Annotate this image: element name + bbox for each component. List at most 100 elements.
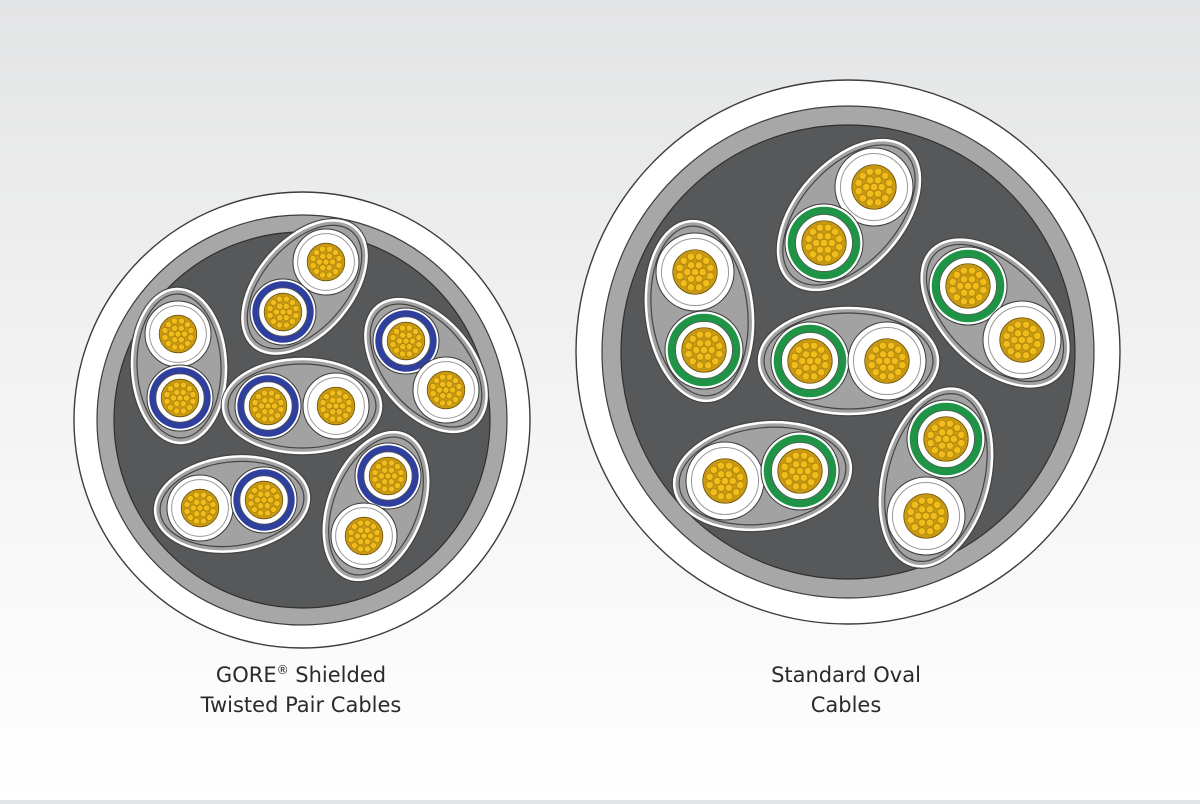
gore-wire-strand: [268, 389, 275, 397]
gore-wire-strand: [429, 383, 437, 390]
standard-wire-strand: [687, 261, 696, 270]
gore-wire-strand: [433, 377, 440, 384]
standard-wire: [770, 321, 850, 401]
standard-wire-strand: [887, 341, 896, 350]
standard-wire-strand: [792, 473, 801, 482]
gore-wire-strand: [279, 308, 287, 316]
standard-wire-strand: [922, 512, 930, 520]
standard-wire-strand: [946, 450, 955, 459]
gore-pair-inner-edge: [227, 363, 377, 449]
gore-wire-strand: [163, 398, 171, 405]
standard-wire-strand: [799, 473, 808, 482]
gore-wire-strand: [332, 402, 340, 410]
gore-wire-strand: [271, 402, 278, 410]
standard-wire-strand: [858, 171, 867, 180]
gore-wire-strand: [439, 392, 447, 400]
gore-wire-strand: [292, 312, 300, 319]
gore-wire-strand: [171, 336, 179, 344]
gore-wire-strand: [174, 330, 182, 338]
gore-wire-strand: [193, 491, 200, 499]
standard-wire-strand: [794, 345, 803, 354]
gore-wire-strand: [446, 399, 453, 407]
standard-wire-strand: [713, 477, 722, 485]
gore-wire-strand: [193, 498, 201, 506]
standard-wire-strand: [1025, 336, 1034, 344]
gore-wire-strand: [387, 466, 395, 474]
standard-wire-strand: [815, 254, 824, 263]
standard-wire-strand: [917, 527, 926, 536]
gore-wire: [354, 442, 422, 510]
gore-wire-strand: [163, 391, 171, 398]
standard-wire-strand: [957, 430, 966, 439]
standard-wire-strand: [949, 435, 958, 443]
standard-wire-strand: [918, 518, 927, 527]
gore-wire-strand: [319, 245, 326, 253]
gore-wire-strand: [375, 463, 382, 470]
gore-wire-strand: [173, 381, 180, 389]
gore-wire-strand: [260, 496, 268, 504]
standard-wire-strand: [914, 512, 923, 520]
gore-wire-strand: [387, 478, 395, 486]
gore-wire-strand: [388, 485, 395, 493]
gore-wire-strand: [452, 396, 459, 403]
standard-wire-strand: [960, 288, 969, 297]
standard-wire-strand: [910, 500, 919, 509]
standard-wire-strand: [711, 334, 720, 343]
gore-wire-strand: [363, 526, 371, 534]
gore-wire-strand: [319, 264, 327, 272]
gore-wire-strand: [455, 383, 463, 390]
standard-wire: [685, 441, 765, 521]
standard-wire-strand: [910, 523, 919, 532]
standard-wire-strand: [716, 492, 725, 501]
standard-wire-strand: [894, 345, 903, 354]
standard-pair-outer-edge: [643, 218, 756, 404]
gore-wire-strand: [393, 328, 400, 335]
gore-wire-strand: [363, 538, 371, 546]
gore-wire-strand: [261, 389, 268, 397]
standard-wire-strand: [967, 275, 976, 284]
gore-wire-strand: [181, 330, 188, 338]
gore-wire-strand: [313, 268, 320, 275]
standard-wire-strand: [979, 277, 988, 286]
gore-wire: [302, 372, 370, 440]
gore-wire-strand: [276, 314, 284, 322]
standard-pair-outer-edge: [877, 386, 995, 569]
gore-wire-strand: [209, 508, 217, 515]
standard-wire: [906, 399, 986, 479]
gore-wire-strand: [257, 483, 264, 491]
standard-wire-strand: [898, 352, 907, 361]
gore-wire-strand: [439, 399, 446, 407]
standard-wire-strand: [871, 345, 880, 354]
standard-wire-strand: [1033, 340, 1042, 349]
standard-wire-strand: [675, 263, 684, 272]
standard-wire-strand: [817, 345, 826, 354]
standard-wire-strand: [926, 496, 935, 505]
gore-wire-strand: [405, 343, 413, 351]
gore-wire-strand: [373, 536, 381, 543]
gore-wire-strand: [258, 402, 265, 410]
gore-wire-strand: [389, 334, 397, 341]
gore-wire-strand: [200, 491, 207, 499]
gore-wire-strand: [270, 487, 277, 494]
gore-pair-inner-edge: [246, 224, 363, 350]
gore-wire-strand: [381, 478, 389, 486]
gore-wire-strand: [289, 318, 296, 325]
standard-wire-strand: [879, 350, 888, 359]
gore-wire-strand: [357, 526, 365, 534]
gore-caption-line2: Twisted Pair Cables: [200, 693, 402, 717]
gore-wire-strand: [187, 334, 195, 341]
standard-wire-strand: [887, 372, 896, 381]
standard-wire-strand: [878, 372, 887, 381]
gore-wire-strand: [177, 324, 185, 332]
standard-wire-strand: [816, 232, 825, 241]
gore-wire-strand: [177, 336, 185, 344]
standard-wire-strand: [824, 223, 833, 232]
gore-wire-strand: [264, 509, 271, 517]
gore-pair-outer-edge: [220, 356, 384, 456]
standard-wire-strand: [823, 245, 832, 254]
gore-wire-strand: [319, 271, 326, 279]
gore-wire-strand: [412, 328, 419, 335]
standard-wire-strand: [959, 297, 968, 306]
standard-wire-strand: [802, 363, 811, 372]
standard-wire-strand: [806, 357, 814, 365]
